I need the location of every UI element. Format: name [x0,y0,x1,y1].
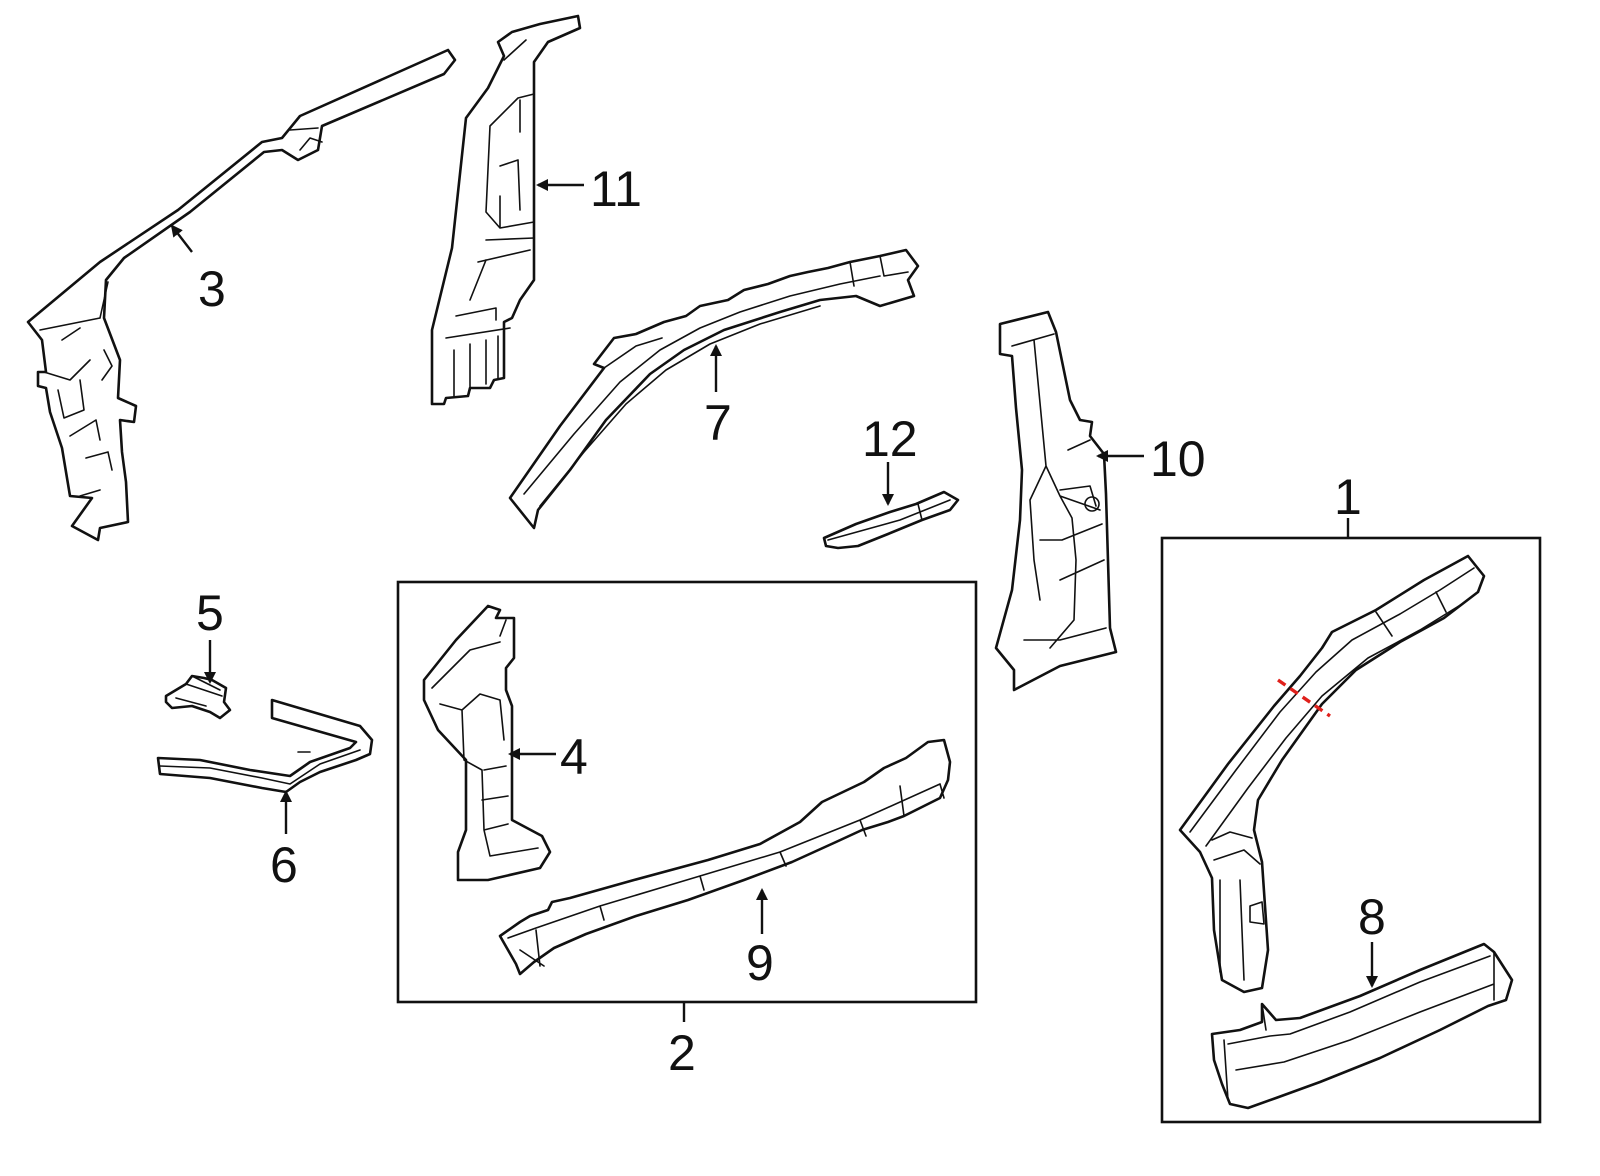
callout-1: 1 [1334,469,1362,525]
callout-labels: 3 11 7 12 10 1 5 6 4 9 8 2 [196,161,1386,1081]
callout-10: 10 [1150,431,1206,487]
part-9-rocker-inner [498,738,952,976]
cut-marks [1277,678,1331,718]
leaders [170,179,1378,1022]
part-11-pillar-upper [430,14,582,406]
callout-5: 5 [196,585,224,641]
part-1-pillar-outer [1178,554,1486,994]
callout-2: 2 [668,1025,696,1081]
part-8-rocker-outer [1210,942,1514,1110]
part-6-floor-rail [156,698,374,794]
part-7-roof-side-rail [508,248,920,530]
callout-7: 7 [704,395,732,451]
callout-4: 4 [560,729,588,785]
callout-9: 9 [746,935,774,991]
callout-6: 6 [270,837,298,893]
callout-12: 12 [862,411,918,467]
assembly-box-1 [1160,536,1542,1124]
assembly-box-2 [396,580,978,1004]
part-12-bracket [822,490,960,550]
part-3-roof-rail-pillar [26,48,457,542]
callout-8: 8 [1358,889,1386,945]
part-10-pillar-reinforcement [994,310,1118,692]
part-4-hinge-pillar [422,604,552,882]
callout-3: 3 [198,261,226,317]
part-5-clip [164,674,232,720]
callout-11: 11 [590,161,642,217]
